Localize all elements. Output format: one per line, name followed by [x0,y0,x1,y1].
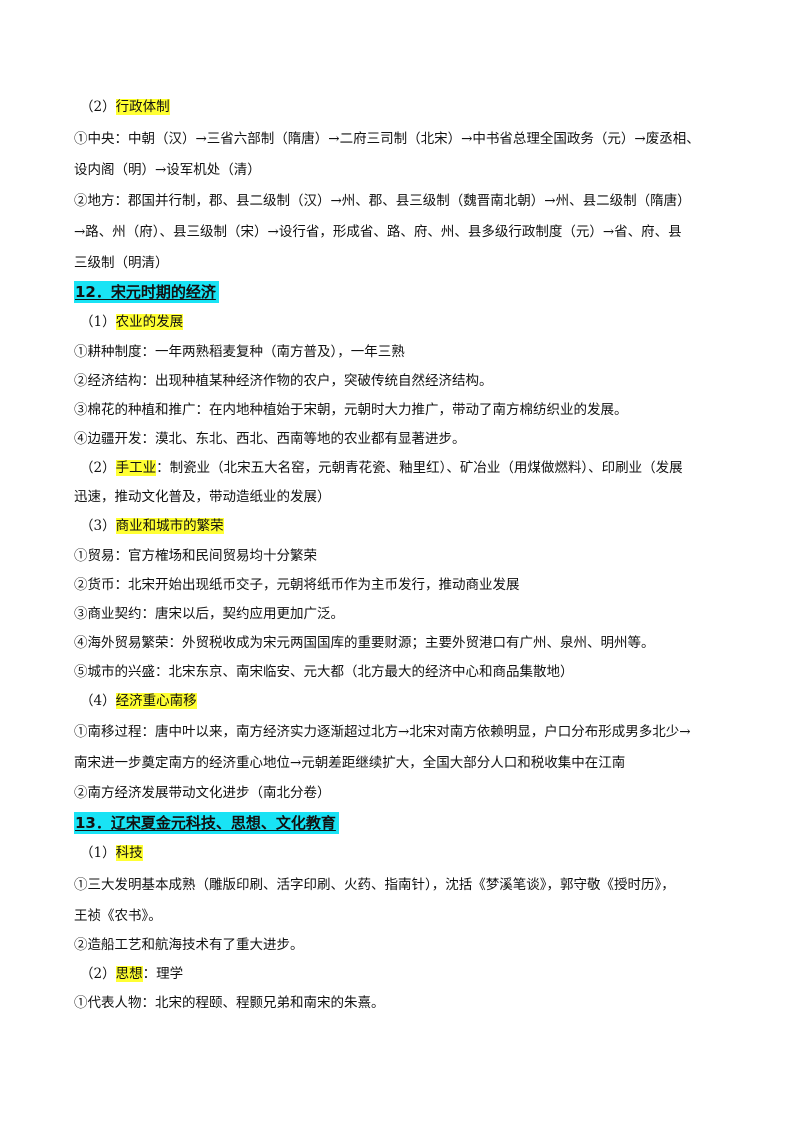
highlight-commerce: 商业和城市的繁荣 [115,518,224,534]
text-line: 迅速，推动文化普及，带动造纸业的发展） [74,489,331,505]
subheading-thought: （2）思想：理学 [80,966,184,982]
highlight-technology: 科技 [115,845,143,861]
highlight-economic-center: 经济重心南移 [115,693,197,709]
text-line: ①代表人物：北宋的程颐、程颢兄弟和南宋的朱熹。 [74,995,385,1011]
subheading-admin-system: （2）行政体制 [80,99,170,115]
highlight-admin-system: 行政体制 [115,99,170,115]
text-line: ②地方：郡国并行制，郡、县二级制（汉）→州、郡、县三级制（魏晋南北朝）→州、县二… [74,193,691,209]
text-line: 南宋进一步奠定南方的经济重心地位→元朝差距继续扩大，全国大部分人口和税收集中在江… [74,755,626,771]
text-line: ①中央：中朝（汉）→三省六部制（隋唐）→二府三司制（北宋）→中书省总理全国政务（… [74,131,700,147]
text-line: 王祯《农书》。 [74,908,162,924]
text-line: ②造船工艺和航海技术有了重大进步。 [74,937,304,953]
subheading-technology: （1）科技 [80,845,143,861]
highlight-agriculture: 农业的发展 [115,314,184,330]
text-line: 设内阁（明）→设军机处（清） [74,162,261,178]
text-line: ⑤城市的兴盛：北宋东京、南宋临安、元大都（北方最大的经济中心和商品集散地） [74,664,574,680]
text-line: ①贸易：官方榷场和民间贸易均十分繁荣 [74,548,317,564]
text-line: 三级制（明清） [74,255,169,271]
highlight-thought: 思想 [115,966,143,982]
text-line: ③商业契约：唐宋以后，契约应用更加广泛。 [74,606,344,622]
text-line: →路、州（府）、县三级制（宋）→设行省，形成省、路、府、州、县多级行政制度（元）… [74,224,682,240]
subheading-commerce: （3）商业和城市的繁荣 [80,518,224,534]
text-line: ②货币：北宋开始出现纸币交子，元朝将纸币作为主币发行，推动商业发展 [74,577,520,593]
highlight-handicraft: 手工业 [115,460,157,476]
text-line: ①三大发明基本成熟（雕版印刷、活字印刷、火药、指南针），沈括《梦溪笔谈》，郭守敬… [74,877,675,893]
text-line: ④海外贸易繁荣：外贸税收成为宋元两国国库的重要财源；主要外贸港口有广州、泉州、明… [74,635,655,651]
text-line: ②经济结构：出现种植某种经济作物的农户，突破传统自然经济结构。 [74,373,493,389]
subheading-economic-center: （4）经济重心南移 [80,693,197,709]
section-heading-13: 13．辽宋夏金元科技、思想、文化教育 [74,812,339,834]
subheading-handicraft: （2）手工业：制瓷业（北宋五大名窑，元朝青花瓷、釉里红）、矿冶业（用煤做燃料）、… [80,460,683,476]
section-heading-12: 12．宋元时期的经济 [74,281,219,303]
text-line: ①耕种制度：一年两熟稻麦复种（南方普及），一年三熟 [74,344,405,360]
text-line: ④边疆开发：漠北、东北、西北、西南等地的农业都有显著进步。 [74,431,466,447]
text-line: ①南移过程：唐中叶以来，南方经济实力逐渐超过北方→北宋对南方依赖明显，户口分布形… [74,724,691,740]
text-line: ③棉花的种植和推广：在内地种植始于宋朝，元朝时大力推广，带动了南方棉纺织业的发展… [74,402,628,418]
text-line: ②南方经济发展带动文化进步（南北分卷） [74,785,331,801]
subheading-agriculture: （1）农业的发展 [80,314,184,330]
